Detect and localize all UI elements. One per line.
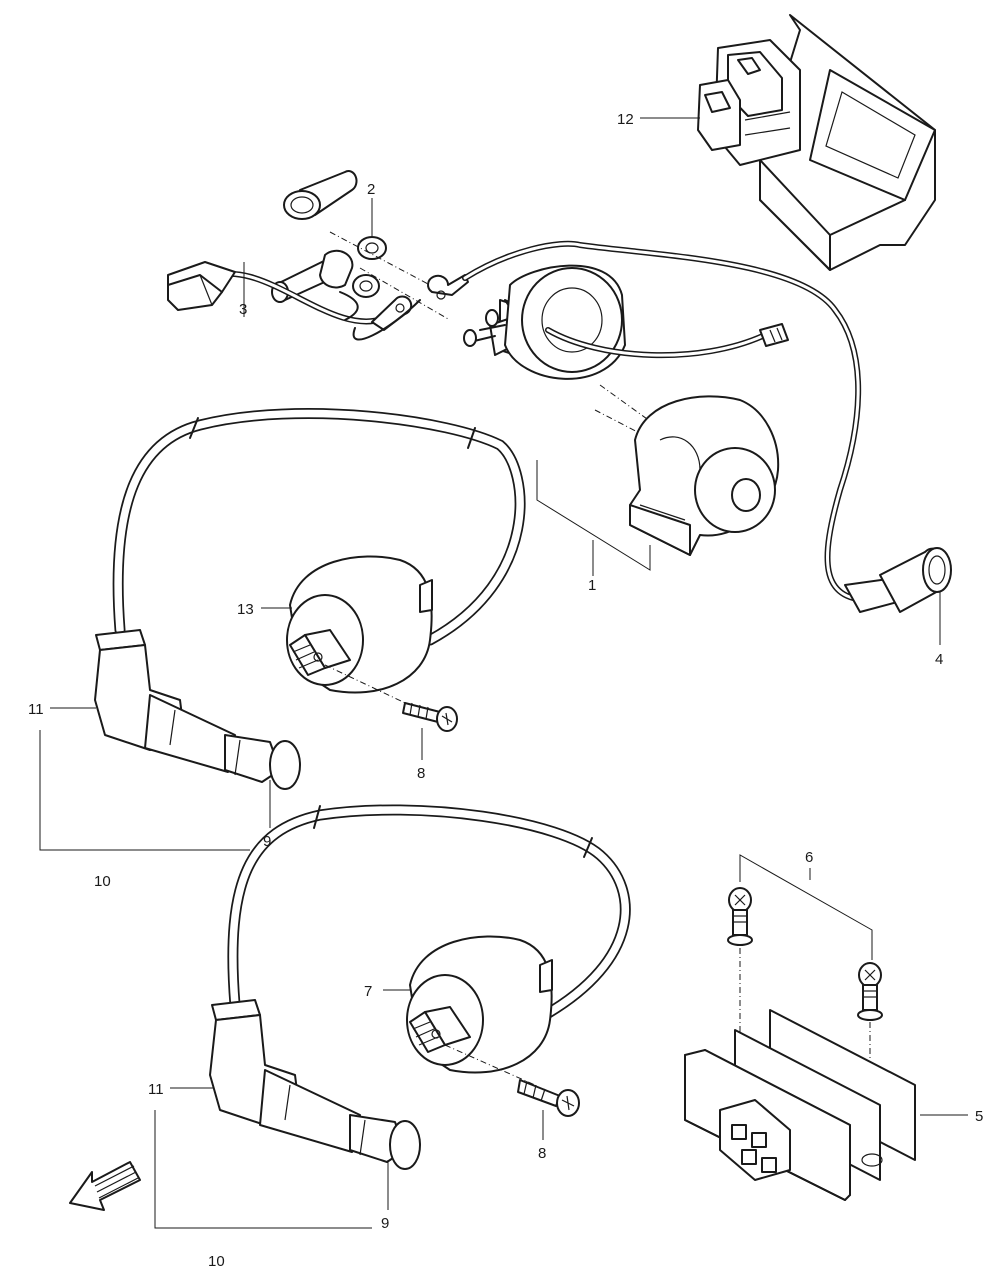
callout-8-lower: 8 [538, 1145, 546, 1162]
callout-labels: 12 2 3 1 4 13 11 8 9 10 6 7 11 5 8 9 10 [28, 111, 983, 1270]
control-unit-part-12 [697, 14, 936, 271]
callout-1: 1 [588, 577, 596, 594]
direction-arrow-icon [69, 1161, 141, 1211]
callout-2: 2 [367, 181, 375, 198]
regulator-screws-part-6 [727, 887, 883, 1140]
callout-6: 6 [805, 849, 813, 866]
callout-11-upper: 11 [28, 701, 44, 718]
callout-4: 4 [935, 651, 943, 668]
terminal-caps-and-nuts-part-2 [271, 170, 451, 321]
callout-9-lower: 9 [381, 1215, 389, 1232]
callout-9-upper: 9 [263, 833, 271, 850]
callout-3: 3 [239, 301, 247, 318]
callout-5: 5 [975, 1108, 983, 1125]
starter-relay-part-1 [463, 264, 789, 556]
wire-lead-part-3 [167, 261, 421, 341]
battery-lead-part-4 [427, 240, 952, 613]
callout-13: 13 [237, 601, 254, 618]
callout-12: 12 [617, 111, 634, 128]
callout-8-upper: 8 [417, 765, 425, 782]
spark-plug-cap-lower [209, 999, 421, 1170]
ignition-coil-part-7 [227, 804, 631, 1086]
screw-part-8-upper [402, 702, 458, 732]
screw-part-8-lower [517, 1079, 580, 1117]
spark-plug-cap-upper [94, 629, 301, 790]
callout-10-lower: 10 [208, 1253, 225, 1270]
callout-7: 7 [364, 983, 372, 1000]
regulator-rectifier-part-5 [684, 1009, 916, 1201]
ignition-coil-part-13 [112, 408, 526, 711]
callout-10-upper: 10 [94, 873, 111, 890]
callout-11-lower: 11 [148, 1081, 164, 1098]
leader-lines [39, 117, 968, 1229]
